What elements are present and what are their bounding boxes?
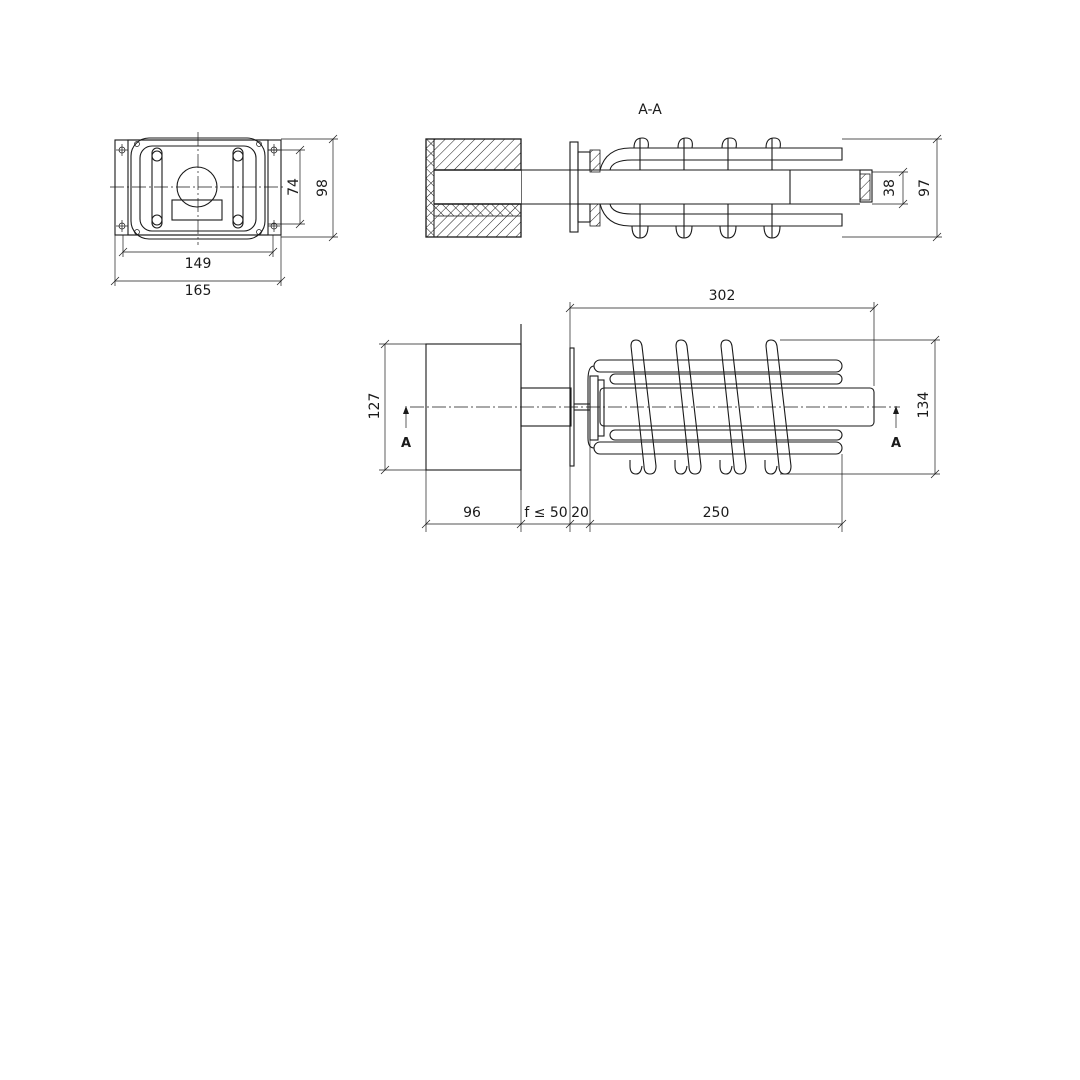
svg-text:20: 20 xyxy=(571,505,589,521)
svg-text:134: 134 xyxy=(916,392,932,419)
dim-chain-bottom: 96 f ≤ 50 20 250 xyxy=(421,440,847,532)
dim-165: 165 xyxy=(110,235,286,299)
section-marker-left: A xyxy=(401,406,411,451)
svg-text:165: 165 xyxy=(185,283,212,299)
section-coil-clips xyxy=(631,137,781,239)
svg-text:96: 96 xyxy=(463,505,481,521)
svg-text:250: 250 xyxy=(703,505,730,521)
dim-97: 97 xyxy=(842,134,942,242)
dim-38: 38 xyxy=(872,167,908,209)
svg-text:302: 302 xyxy=(709,288,736,304)
dim-149: 149 xyxy=(118,235,278,272)
section-title: A-A xyxy=(638,102,662,118)
side-view: A A 302 127 xyxy=(367,288,940,532)
dim-98: 98 xyxy=(281,134,338,242)
dim-127: 127 xyxy=(367,339,426,475)
svg-text:74: 74 xyxy=(286,178,302,196)
mounting-holes xyxy=(116,141,280,235)
svg-text:A: A xyxy=(401,436,411,451)
svg-text:A: A xyxy=(891,436,901,451)
svg-text:97: 97 xyxy=(917,179,933,197)
section-marker-right: A xyxy=(891,406,901,451)
side-coils xyxy=(629,339,792,475)
front-terminal-box xyxy=(171,199,223,221)
section-view: A-A xyxy=(425,102,942,242)
front-view: 74 98 149 165 xyxy=(110,132,338,299)
svg-text:149: 149 xyxy=(185,256,212,272)
svg-text:38: 38 xyxy=(882,179,898,197)
dim-74: 74 xyxy=(268,145,305,229)
dim-134: 134 xyxy=(780,335,940,479)
dim-302: 302 xyxy=(565,288,879,386)
svg-text:127: 127 xyxy=(367,393,383,420)
svg-text:f ≤ 50: f ≤ 50 xyxy=(524,505,567,521)
svg-text:98: 98 xyxy=(315,179,331,197)
